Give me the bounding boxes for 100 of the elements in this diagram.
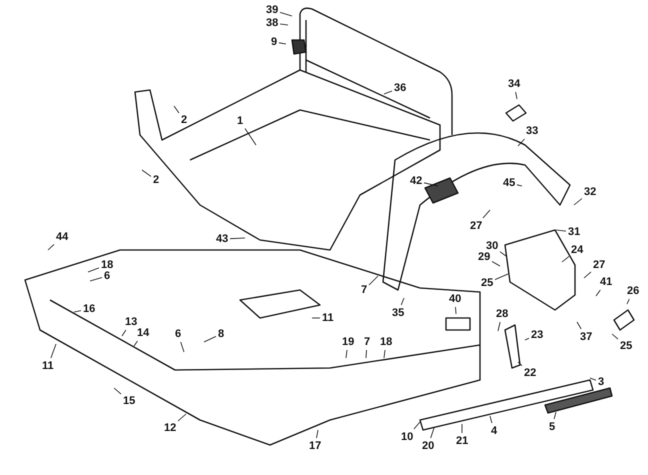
- callout-number: 41: [600, 276, 612, 288]
- callout-number: 3: [598, 376, 604, 388]
- leader-line: [384, 90, 392, 94]
- callout-number: 25: [481, 277, 494, 289]
- leader-line: [626, 298, 630, 304]
- callout-number: 1: [237, 115, 244, 127]
- callout-number: 18: [380, 336, 392, 348]
- leader-line: [518, 362, 522, 366]
- callout-number: 14: [137, 327, 150, 339]
- callout-number: 24: [571, 244, 584, 256]
- callout-number: 5: [549, 421, 556, 433]
- callout-number: 30: [486, 240, 498, 252]
- leader-line: [88, 268, 100, 272]
- leader-line: [576, 322, 582, 330]
- callout-number: 2: [181, 114, 188, 126]
- callout-number: 27: [470, 220, 482, 232]
- callout-number: 26: [627, 285, 640, 297]
- leader-line: [596, 290, 601, 296]
- callout-number: 11: [42, 360, 54, 372]
- leader-line: [524, 338, 530, 340]
- leader-line: [50, 344, 56, 358]
- callout-number: 28: [496, 308, 508, 320]
- callout-number: 44: [56, 231, 68, 243]
- leader-line: [430, 428, 434, 438]
- callout-number: 4: [491, 425, 498, 437]
- callout-number: 39: [266, 4, 278, 16]
- leader-line: [574, 198, 582, 206]
- leader-line: [366, 350, 367, 358]
- leader-line: [400, 298, 404, 306]
- callout-number: 2: [153, 174, 160, 186]
- callout-number: 13: [125, 316, 138, 328]
- leader-line: [178, 414, 186, 422]
- callout-number: 31: [568, 226, 580, 238]
- leader-line: [384, 350, 386, 358]
- leader-line: [490, 416, 492, 424]
- leader-line: [204, 336, 216, 342]
- leader-line: [562, 256, 570, 262]
- leader-line: [482, 210, 490, 218]
- callout-number: 12: [164, 422, 176, 434]
- callout-number: 16: [83, 303, 96, 315]
- leader-line: [280, 24, 288, 26]
- leader-line: [498, 322, 500, 332]
- leader-line: [584, 272, 592, 278]
- leader-line: [612, 334, 618, 340]
- callout-number: 27: [593, 259, 606, 271]
- leader-line: [180, 342, 184, 352]
- callout-number: 40: [449, 293, 462, 305]
- callout-number: 37: [580, 331, 592, 343]
- callout-number: 17: [309, 440, 322, 452]
- leader-line: [515, 92, 518, 100]
- callout-number: 9: [271, 36, 278, 48]
- callout-number: 20: [422, 440, 434, 452]
- callout-number: 19: [342, 336, 354, 348]
- leader-line: [556, 230, 566, 232]
- callout-number: 36: [394, 82, 406, 94]
- callout-number: 7: [361, 284, 368, 296]
- leader-line: [122, 330, 126, 336]
- callout-number: 22: [524, 367, 536, 379]
- leader-line: [134, 340, 138, 346]
- callout-number: 42: [410, 175, 422, 187]
- leader-line: [424, 182, 438, 186]
- leader-line: [142, 170, 152, 177]
- leader-line: [518, 138, 525, 146]
- leader-line: [230, 238, 246, 240]
- leader-line: [368, 276, 378, 286]
- callout-number: 18: [101, 259, 114, 271]
- callout-number: 15: [123, 395, 136, 407]
- leader-line: [280, 12, 292, 16]
- leader-line: [590, 378, 596, 381]
- leader-line: [90, 277, 102, 282]
- leader-line: [316, 430, 318, 438]
- leader-line: [516, 184, 522, 186]
- callout-number: 25: [620, 340, 632, 352]
- callout-number: 7: [364, 336, 370, 348]
- callout-number: 21: [456, 435, 468, 447]
- leader-line: [174, 106, 180, 114]
- callout-number: 45: [503, 177, 516, 189]
- callout-number: 11: [322, 312, 334, 324]
- leader-line: [114, 388, 122, 394]
- callout-number: 32: [584, 186, 596, 198]
- leader-line: [414, 422, 420, 430]
- callout-number: 6: [104, 270, 110, 282]
- leader-line: [554, 412, 556, 420]
- callout-number: 8: [218, 328, 224, 340]
- callout-number: 6: [175, 328, 182, 340]
- callout-number: 33: [526, 125, 538, 137]
- leader-line: [455, 306, 456, 314]
- callout-number: 34: [508, 78, 520, 90]
- leader-line: [48, 244, 54, 250]
- leader-line: [500, 251, 506, 256]
- leader-line: [346, 350, 348, 358]
- leader-line: [74, 310, 82, 312]
- callout-number: 23: [531, 329, 544, 341]
- leader-line: [244, 128, 256, 146]
- callout-number: 29: [478, 251, 490, 263]
- callout-number: 10: [401, 431, 414, 443]
- callout-number: 38: [266, 17, 278, 29]
- callout-number: 43: [216, 233, 228, 245]
- leader-line: [492, 261, 500, 266]
- leader-line: [494, 274, 508, 280]
